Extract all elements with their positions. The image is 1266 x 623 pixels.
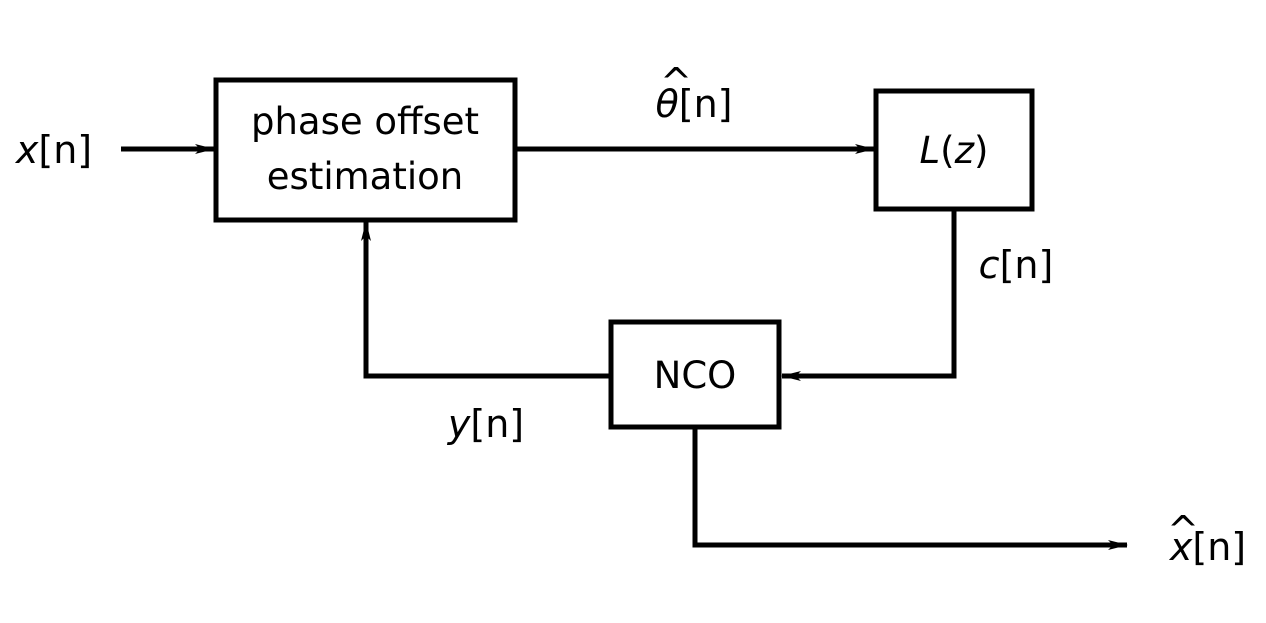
svg-text:θ[n]: θ[n] <box>656 82 733 126</box>
loop-filter-label-close: ) <box>974 129 988 172</box>
input-signal-index: [n] <box>38 128 92 172</box>
phase-offset-estimation-block: phase offset estimation <box>213 77 518 223</box>
phase-estimate-signal-index: [n] <box>679 82 733 126</box>
phase-estimate-signal-name: θ <box>656 82 679 126</box>
loop-filter-label: L(z) <box>920 129 989 172</box>
phase-estimate-signal-label: θ[n] ^ <box>656 60 733 126</box>
feedback-arrow <box>361 221 609 379</box>
feedback-signal-label: y[n] <box>447 402 524 446</box>
phase-estimate-hat: ^ <box>660 60 692 104</box>
loop-filter-label-main: L <box>920 129 941 172</box>
control-arrow <box>781 211 957 381</box>
output-signal-label: x[n] ^ <box>1167 508 1246 569</box>
feedback-signal-index: [n] <box>470 402 524 446</box>
nco-block: NCO <box>608 319 782 430</box>
control-signal-label: c[n] <box>979 243 1054 287</box>
loop-filter-block: L(z) <box>873 88 1035 212</box>
output-signal-index: [n] <box>1192 525 1246 569</box>
nco-label: NCO <box>654 354 737 397</box>
feedback-signal-name: y <box>447 402 471 446</box>
output-signal-name: x <box>1169 525 1193 569</box>
phase-offset-estimation-label-line1: phase offset <box>251 100 479 143</box>
input-signal-name: x <box>15 128 39 172</box>
control-signal-name: c <box>979 243 1000 287</box>
phase-offset-estimation-label-line2: estimation <box>267 155 463 198</box>
input-signal-label: x[n] <box>15 128 92 172</box>
connections <box>121 144 1128 550</box>
loop-filter-label-open: ( <box>940 129 954 172</box>
svg-text:x[n]: x[n] <box>1169 525 1246 569</box>
output-arrow <box>692 429 1128 550</box>
loop-filter-label-var: z <box>954 129 976 172</box>
output-hat: ^ <box>1167 508 1199 552</box>
control-signal-index: [n] <box>1000 243 1054 287</box>
